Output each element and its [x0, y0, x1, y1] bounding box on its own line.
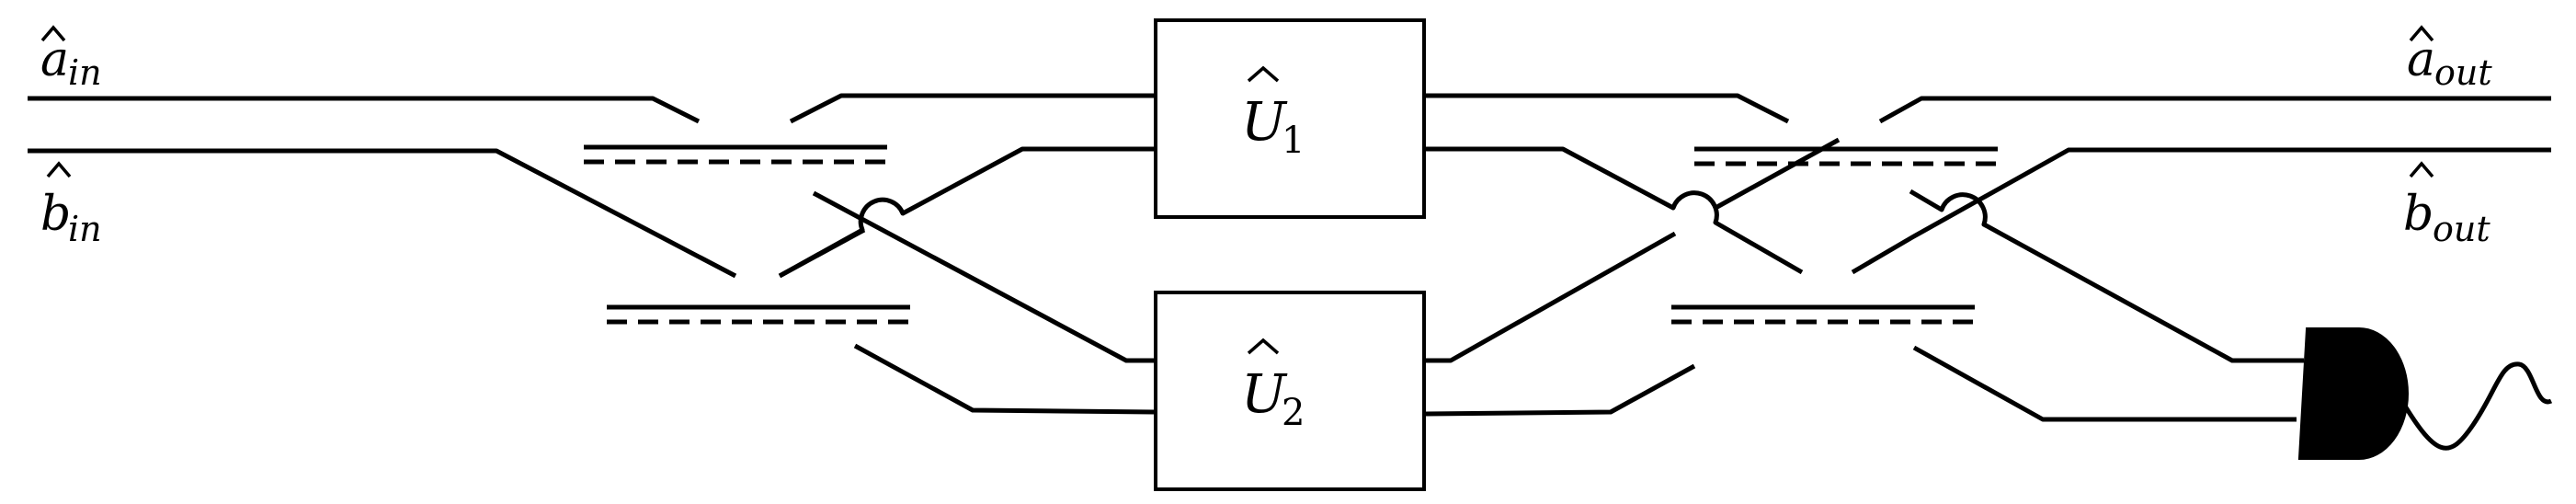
detector: [2297, 327, 2409, 460]
u1-out-upper: [1426, 93, 1790, 124]
label-u2: U 2: [1241, 338, 1305, 434]
label-u1: U 1: [1241, 65, 1305, 162]
svg-text:out: out: [2434, 52, 2492, 93]
input-b-rail: [28, 148, 737, 279]
bs4-to-output-b: [1851, 147, 2551, 275]
u1-out-lower: [1426, 146, 1804, 275]
hat-u2: [1247, 338, 1280, 355]
svg-text:b: b: [2403, 187, 2434, 242]
svg-text:2: 2: [1282, 392, 1305, 434]
detector-signal-wave: [2395, 361, 2553, 451]
input-a-rail: [28, 96, 701, 124]
svg-text:in: in: [68, 209, 102, 249]
u2-out-upper: [1426, 137, 1841, 363]
hat-a-in: [40, 25, 66, 42]
label-a-in: a in: [40, 25, 102, 93]
hat-b-out: [2409, 161, 2434, 178]
svg-text:b: b: [40, 187, 71, 242]
svg-text:in: in: [68, 52, 102, 93]
unitary-u1-box: [1154, 18, 1426, 219]
hat-u1: [1247, 65, 1280, 83]
svg-text:out: out: [2433, 209, 2491, 249]
svg-text:1: 1: [1282, 120, 1305, 162]
bs1-to-u1-upper: [789, 93, 1154, 124]
svg-text:U: U: [1241, 90, 1288, 153]
svg-text:a: a: [2407, 32, 2435, 87]
bs1-to-u2-upper: [812, 190, 1154, 363]
bs3-to-detector-upper: [1909, 189, 2304, 363]
u2-out-lower: [1425, 363, 1696, 417]
label-b-out: b out: [2403, 161, 2491, 249]
svg-text:U: U: [1241, 362, 1288, 425]
bs2-to-u2-lower: [853, 343, 1155, 415]
bs4-to-detector-lower: [1912, 345, 2297, 422]
bs2-to-u1-crossing: [778, 146, 1154, 279]
hat-a-out: [2409, 25, 2434, 42]
label-b-in: b in: [40, 161, 102, 249]
svg-text:a: a: [40, 32, 69, 87]
label-a-out: a out: [2407, 25, 2492, 93]
hat-b-in: [46, 161, 72, 178]
output-a-rail: [1878, 96, 2551, 124]
unitary-u2-box: [1154, 291, 1426, 491]
